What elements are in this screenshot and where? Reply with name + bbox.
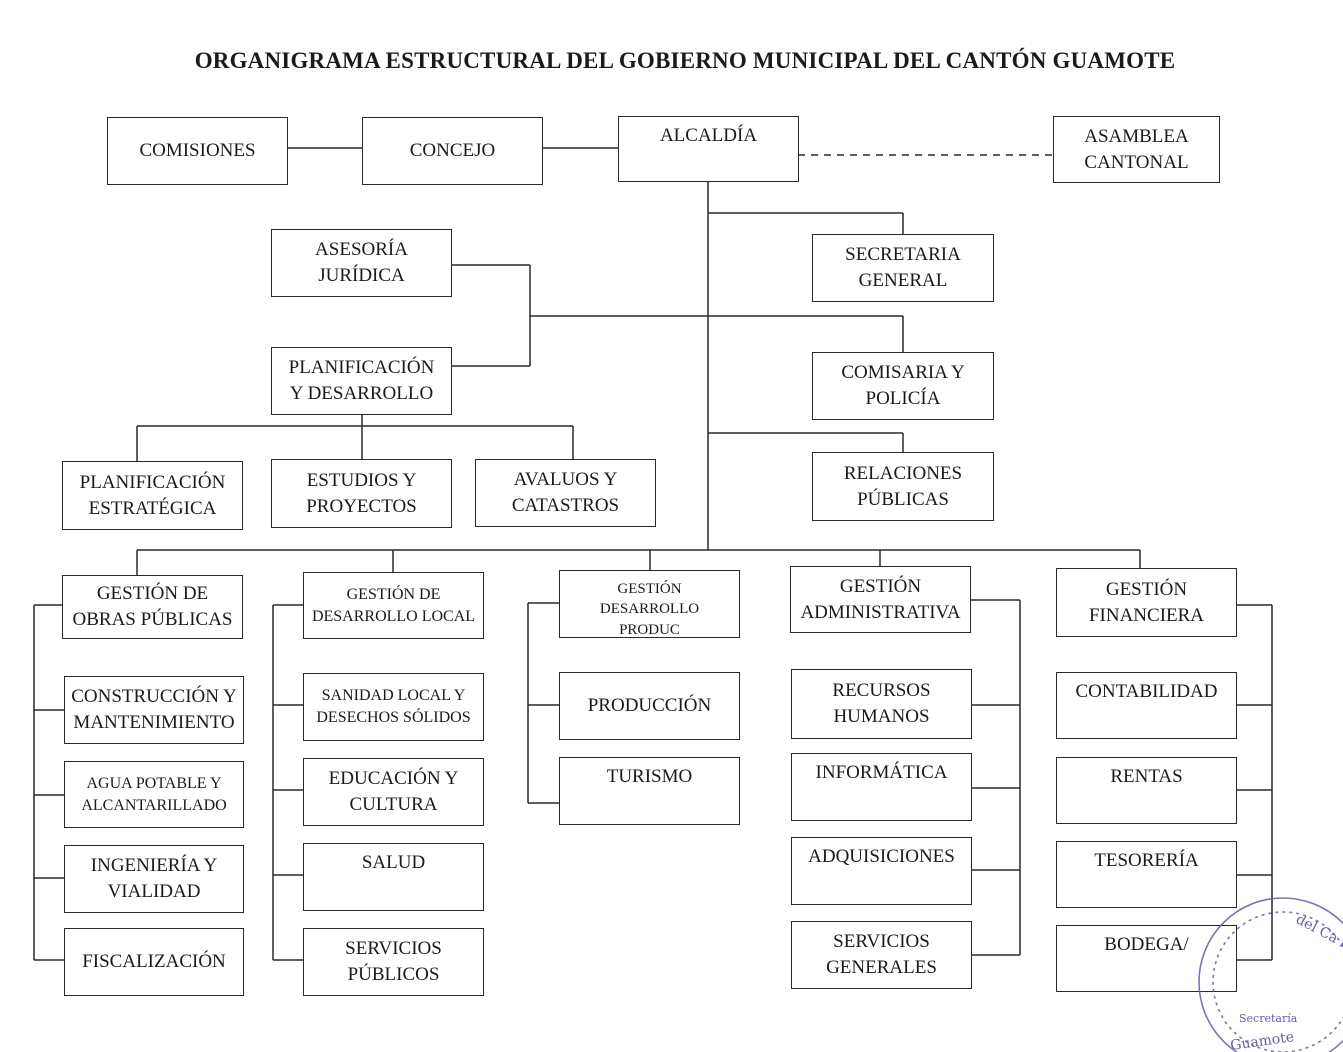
unit-fiscalizacion: FISCALIZACIÓN [64,928,244,996]
unit-gestion-obras-publicas: GESTIÓN DE OBRAS PÚBLICAS [62,575,243,639]
unit-planificacion-desarrollo: PLANIFICACIÓN Y DESARROLLO [271,347,452,415]
unit-concejo: CONCEJO [362,117,543,185]
unit-gestion-desarrollo-local: GESTIÓN DE DESARROLLO LOCAL [303,572,484,639]
unit-tesoreria: TESORERÍA [1056,841,1237,908]
svg-text:del Ca ntón: del Ca ntón [1293,911,1343,964]
unit-recursos-humanos: RECURSOS HUMANOS [791,669,972,739]
unit-avaluos-catastros: AVALUOS Y CATASTROS [475,459,656,527]
unit-turismo: TURISMO [559,757,740,825]
official-seal-icon: del Ca ntón Secretaría Guamote [1198,897,1343,1052]
chart-title: ORGANIGRAMA ESTRUCTURAL DEL GOBIERNO MUN… [194,48,1176,73]
unit-contabilidad: CONTABILIDAD [1056,672,1237,739]
unit-gestion-desarrollo-productivo: GESTIÓN DESARROLLO PRODUC [559,570,740,638]
unit-agua-potable: AGUA POTABLE Y ALCANTARILLADO [64,761,244,828]
svg-text:Guamote: Guamote [1229,1029,1295,1052]
unit-ingenieria-vialidad: INGENIERÍA Y VIALIDAD [64,845,244,913]
unit-asamblea-cantonal: ASAMBLEA CANTONAL [1053,116,1220,183]
unit-servicios-publicos: SERVICIOS PÚBLICOS [303,928,484,996]
unit-secretaria-general: SECRETARIA GENERAL [812,234,994,302]
unit-servicios-generales: SERVICIOS GENERALES [791,921,972,989]
unit-comisiones: COMISIONES [107,117,288,185]
unit-produccion: PRODUCCIÓN [559,672,740,740]
unit-adquisiciones: ADQUISICIONES [791,837,972,905]
unit-estudios-proyectos: ESTUDIOS Y PROYECTOS [271,459,452,528]
unit-rentas: RENTAS [1056,757,1237,824]
unit-salud: SALUD [303,843,484,911]
svg-text:Secretaría: Secretaría [1239,1012,1298,1025]
unit-educacion-cultura: EDUCACIÓN Y CULTURA [303,758,484,826]
unit-informatica: INFORMÁTICA [791,753,972,821]
unit-bodega: BODEGA/ [1056,925,1237,992]
unit-comisaria-policia: COMISARIA Y POLICÍA [812,352,994,420]
unit-relaciones-publicas: RELACIONES PÚBLICAS [812,452,994,521]
unit-alcaldia: ALCALDÍA [618,116,799,182]
unit-gestion-financiera: GESTIÓN FINANCIERA [1056,568,1237,637]
unit-sanidad-local: SANIDAD LOCAL Y DESECHOS SÓLIDOS [303,673,484,741]
unit-planificacion-estrategica: PLANIFICACIÓN ESTRATÉGICA [62,461,243,530]
unit-construccion-mantenimiento: CONSTRUCCIÓN Y MANTENIMIENTO [64,676,244,744]
unit-gestion-administrativa: GESTIÓN ADMINISTRATIVA [790,566,971,633]
unit-asesoria-juridica: ASESORÍA JURÍDICA [271,229,452,297]
